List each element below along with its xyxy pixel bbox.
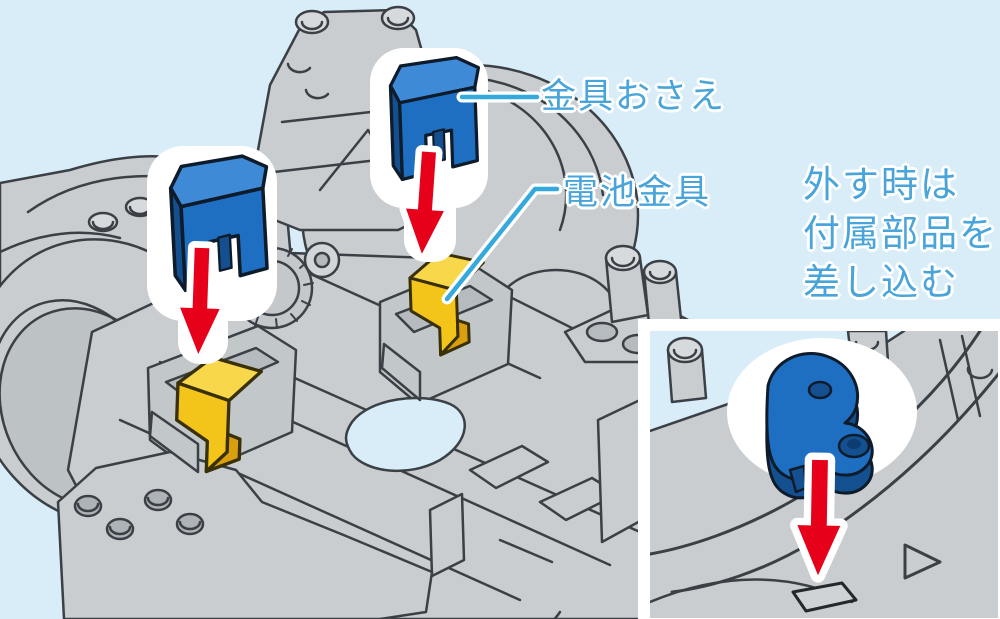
bumper-screw-hole <box>175 512 205 536</box>
slot-front-wall <box>148 410 200 474</box>
metal-fitting-holder-left <box>168 154 269 293</box>
front-bumper <box>56 450 434 619</box>
bumper-screw-hole <box>143 488 173 512</box>
down-arrow-icon <box>173 240 227 361</box>
label-metal-fitting-holder: 金具おさえ <box>541 77 727 117</box>
bumper-screw-hole <box>73 494 103 518</box>
screw-post <box>87 211 119 233</box>
inset-panel <box>638 319 1000 619</box>
removal-tool <box>765 352 874 500</box>
down-arrow-icon <box>790 452 848 583</box>
leader-line-terminal <box>441 183 563 305</box>
battery-terminal-left <box>175 355 264 474</box>
label-battery-terminal: 電池金具 <box>563 173 712 213</box>
chassis-ribs <box>428 398 644 578</box>
slot-front-wall <box>380 342 422 402</box>
note-line-2: 付属部品を <box>803 212 998 255</box>
note-text: 外す時は 付属部品を 差し込む <box>803 160 998 307</box>
down-arrow-icon <box>399 145 451 261</box>
bumper-screw-hole <box>105 517 135 541</box>
chassis-cutout-hole <box>344 396 466 473</box>
note-line-1: 外す時は <box>803 163 959 206</box>
insert-slot <box>791 581 858 613</box>
note-line-3: 差し込む <box>803 261 959 304</box>
